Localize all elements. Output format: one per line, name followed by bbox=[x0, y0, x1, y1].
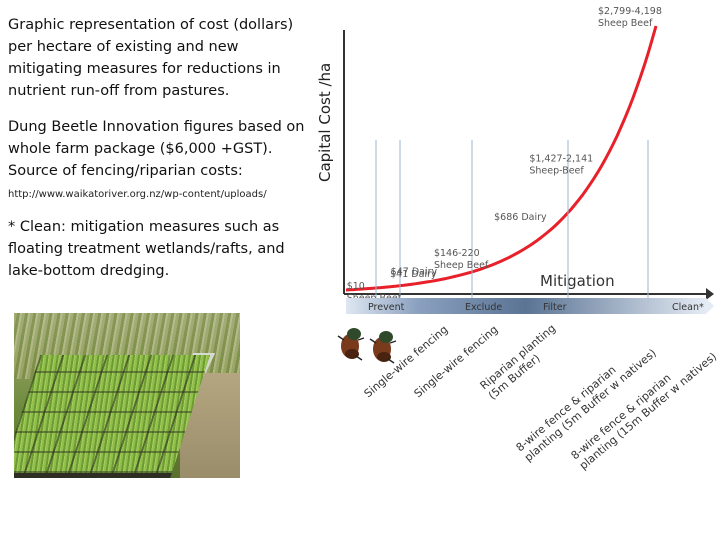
band-label-1: Exclude bbox=[465, 302, 502, 313]
dung-beetle-icon-1 bbox=[337, 328, 365, 361]
intro-text: Graphic representation of cost (dollars)… bbox=[8, 17, 294, 99]
source-url[interactable]: http://www.waikatoriver.org.nz/wp-conten… bbox=[8, 189, 267, 200]
cost-curve bbox=[345, 25, 658, 292]
description-panel: Graphic representation of cost (dollars)… bbox=[8, 14, 308, 282]
x-axis-arrow bbox=[706, 288, 714, 300]
dung-beetle-icon-2 bbox=[369, 331, 397, 364]
x-tick-0: Single-wire fencing bbox=[362, 323, 451, 400]
data-label-0: $10 bbox=[347, 281, 365, 292]
data-label-sub-5: Sheep-Beef bbox=[529, 165, 584, 176]
data-label-2: $47 Dairy bbox=[391, 266, 438, 277]
data-label-6: $2,799-4,198 bbox=[598, 6, 662, 17]
data-label-1: $41 Dairy bbox=[390, 269, 437, 280]
band-arrow bbox=[706, 298, 714, 314]
band-label-0: Prevent bbox=[368, 302, 405, 313]
band-label-2: Filter bbox=[543, 302, 567, 313]
dung-beetle-text: Dung Beetle Innovation figures based on … bbox=[8, 119, 305, 179]
x-tick-text-4-1: planting (15m Buffer w natives) bbox=[577, 350, 719, 472]
x-tick-text-0-0: Single-wire fencing bbox=[362, 323, 451, 400]
data-label-3: $146-220 bbox=[434, 248, 480, 259]
data-label-sub-6: Sheep Beef bbox=[598, 18, 653, 29]
data-label-sub-3: Sheep Beef bbox=[434, 260, 489, 271]
clean-note: * Clean: mitigation measures such as flo… bbox=[8, 219, 285, 279]
data-label-5: $1,427-2,141 bbox=[529, 153, 593, 164]
floating-wetland-photo bbox=[14, 313, 240, 478]
band-label-3: Clean* bbox=[672, 302, 704, 313]
mitigation-band bbox=[346, 298, 706, 314]
data-label-4: $686 Dairy bbox=[494, 212, 547, 223]
y-axis-label: Capital Cost /ha bbox=[316, 63, 334, 182]
chart-title: Mitigation bbox=[540, 272, 615, 290]
